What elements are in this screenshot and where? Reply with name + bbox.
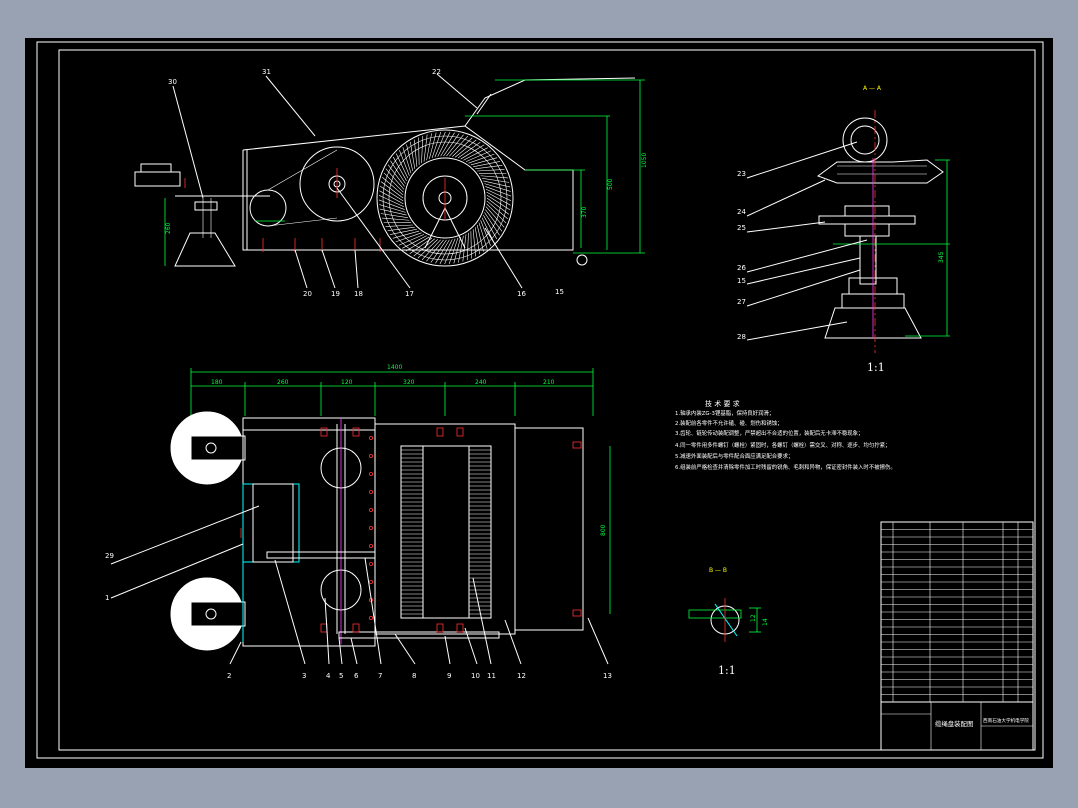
side-callout-30: 30	[168, 78, 177, 86]
tech-req-line-6: 6.组装前严格检查并清除零件加工时残留的锐角、毛刺和异物，保证密封件装入时不被擦…	[675, 463, 896, 471]
tech-req-line-3: 3.齿轮、链轮传动装配调整，严禁超出不合适的位置，装配后无卡滞不稳现象；	[675, 429, 863, 437]
section-bb-dim-2: 14	[762, 618, 769, 626]
section-aa: A — A 345	[737, 85, 950, 374]
plan-callout-8: 8	[412, 672, 416, 680]
tech-req-line-5: 5.减速外面装配后与零件配合面应满足配合要求；	[675, 452, 793, 460]
side-view: 1050 500 370 260 30 31 22 20 19 18 17 16	[134, 68, 648, 298]
outer-frame	[36, 41, 1044, 759]
aa-callout-15: 15	[737, 277, 746, 285]
plan-view: 1400 180 260 120 320 240 210 800	[105, 364, 612, 680]
plan-dim-seg-3: 120	[341, 379, 353, 386]
section-bb-title: B — B	[709, 567, 727, 574]
tech-req-line-1: 1.轴承内装ZG-3锂基脂，保持良好润滑；	[675, 409, 774, 417]
plan-dim-overall: 1400	[387, 364, 402, 371]
side-callout-17: 17	[405, 290, 414, 298]
plan-dim-seg-6: 210	[543, 379, 555, 386]
side-callout-19: 19	[331, 290, 340, 298]
aa-callout-24: 24	[737, 208, 746, 216]
side-dim-left-h: 260	[165, 222, 172, 234]
plan-callout-11: 11	[487, 672, 496, 680]
side-dim-height-3: 370	[581, 206, 588, 218]
aa-callout-28: 28	[737, 333, 746, 341]
section-bb-scale: 1:1	[718, 664, 736, 677]
side-callout-15: 15	[555, 288, 564, 296]
plan-callout-10: 10	[471, 672, 480, 680]
plan-dim-seg-2: 260	[277, 379, 289, 386]
section-aa-scale: 1:1	[867, 361, 885, 374]
plan-dim-seg-1: 180	[211, 379, 223, 386]
plan-callout-12: 12	[517, 672, 526, 680]
title-block-school: 西南石油大学机电学院	[983, 717, 1029, 724]
side-dim-height-1: 1050	[641, 153, 648, 168]
inner-frame	[58, 49, 1036, 751]
plan-callout-4: 4	[326, 672, 331, 680]
aa-callout-23: 23	[737, 170, 746, 178]
tech-req-line-2: 2.装配前各零件不允许磕、碰、划伤和锈蚀；	[675, 419, 783, 427]
plan-callout-5: 5	[339, 672, 343, 680]
tech-requirements: 技 术 要 求 1.轴承内装ZG-3锂基脂，保持良好润滑； 2.装配前各零件不允…	[675, 399, 896, 471]
section-bb-dim-1: 12	[750, 614, 757, 622]
side-callout-31: 31	[262, 68, 271, 76]
plan-callout-9: 9	[447, 672, 451, 680]
section-aa-title: A — A	[863, 85, 882, 92]
drawing-canvas: 1050 500 370 260 30 31 22 20 19 18 17 16	[36, 41, 1044, 759]
tech-req-line-4: 4.同一零件用多件螺钉（螺栓）紧固时，各螺钉（螺栓）需交叉、对称、逐步、均匀拧紧…	[675, 441, 890, 449]
plan-callout-7: 7	[378, 672, 382, 680]
plan-callout-13: 13	[603, 672, 612, 680]
side-callout-18: 18	[354, 290, 363, 298]
plan-callout-6: 6	[354, 672, 359, 680]
title-block: 缆绳盘装配图 西南石油大学机电学院	[880, 521, 1034, 751]
side-callout-20: 20	[303, 290, 312, 298]
aa-callout-26: 26	[737, 264, 746, 272]
drawing-sheet: 1050 500 370 260 30 31 22 20 19 18 17 16	[25, 38, 1053, 768]
side-callout-22: 22	[432, 68, 441, 76]
tech-req-title: 技 术 要 求	[705, 399, 740, 408]
title-block-drawing-name: 缆绳盘装配图	[935, 719, 973, 728]
plan-callout-29: 29	[105, 552, 114, 560]
plan-callout-3: 3	[302, 672, 306, 680]
side-callout-16: 16	[517, 290, 526, 298]
plan-dim-seg-5: 240	[475, 379, 487, 386]
section-aa-dim: 345	[938, 251, 945, 263]
aa-callout-27: 27	[737, 298, 746, 306]
section-bb: B — B 12 14 1:1	[688, 567, 769, 677]
plan-dim-seg-4: 320	[403, 379, 415, 386]
plan-callout-2: 2	[227, 672, 231, 680]
plan-callout-1: 1	[105, 594, 109, 602]
aa-callout-25: 25	[737, 224, 746, 232]
plan-dim-right: 800	[600, 524, 607, 536]
side-dim-height-2: 500	[607, 178, 614, 190]
